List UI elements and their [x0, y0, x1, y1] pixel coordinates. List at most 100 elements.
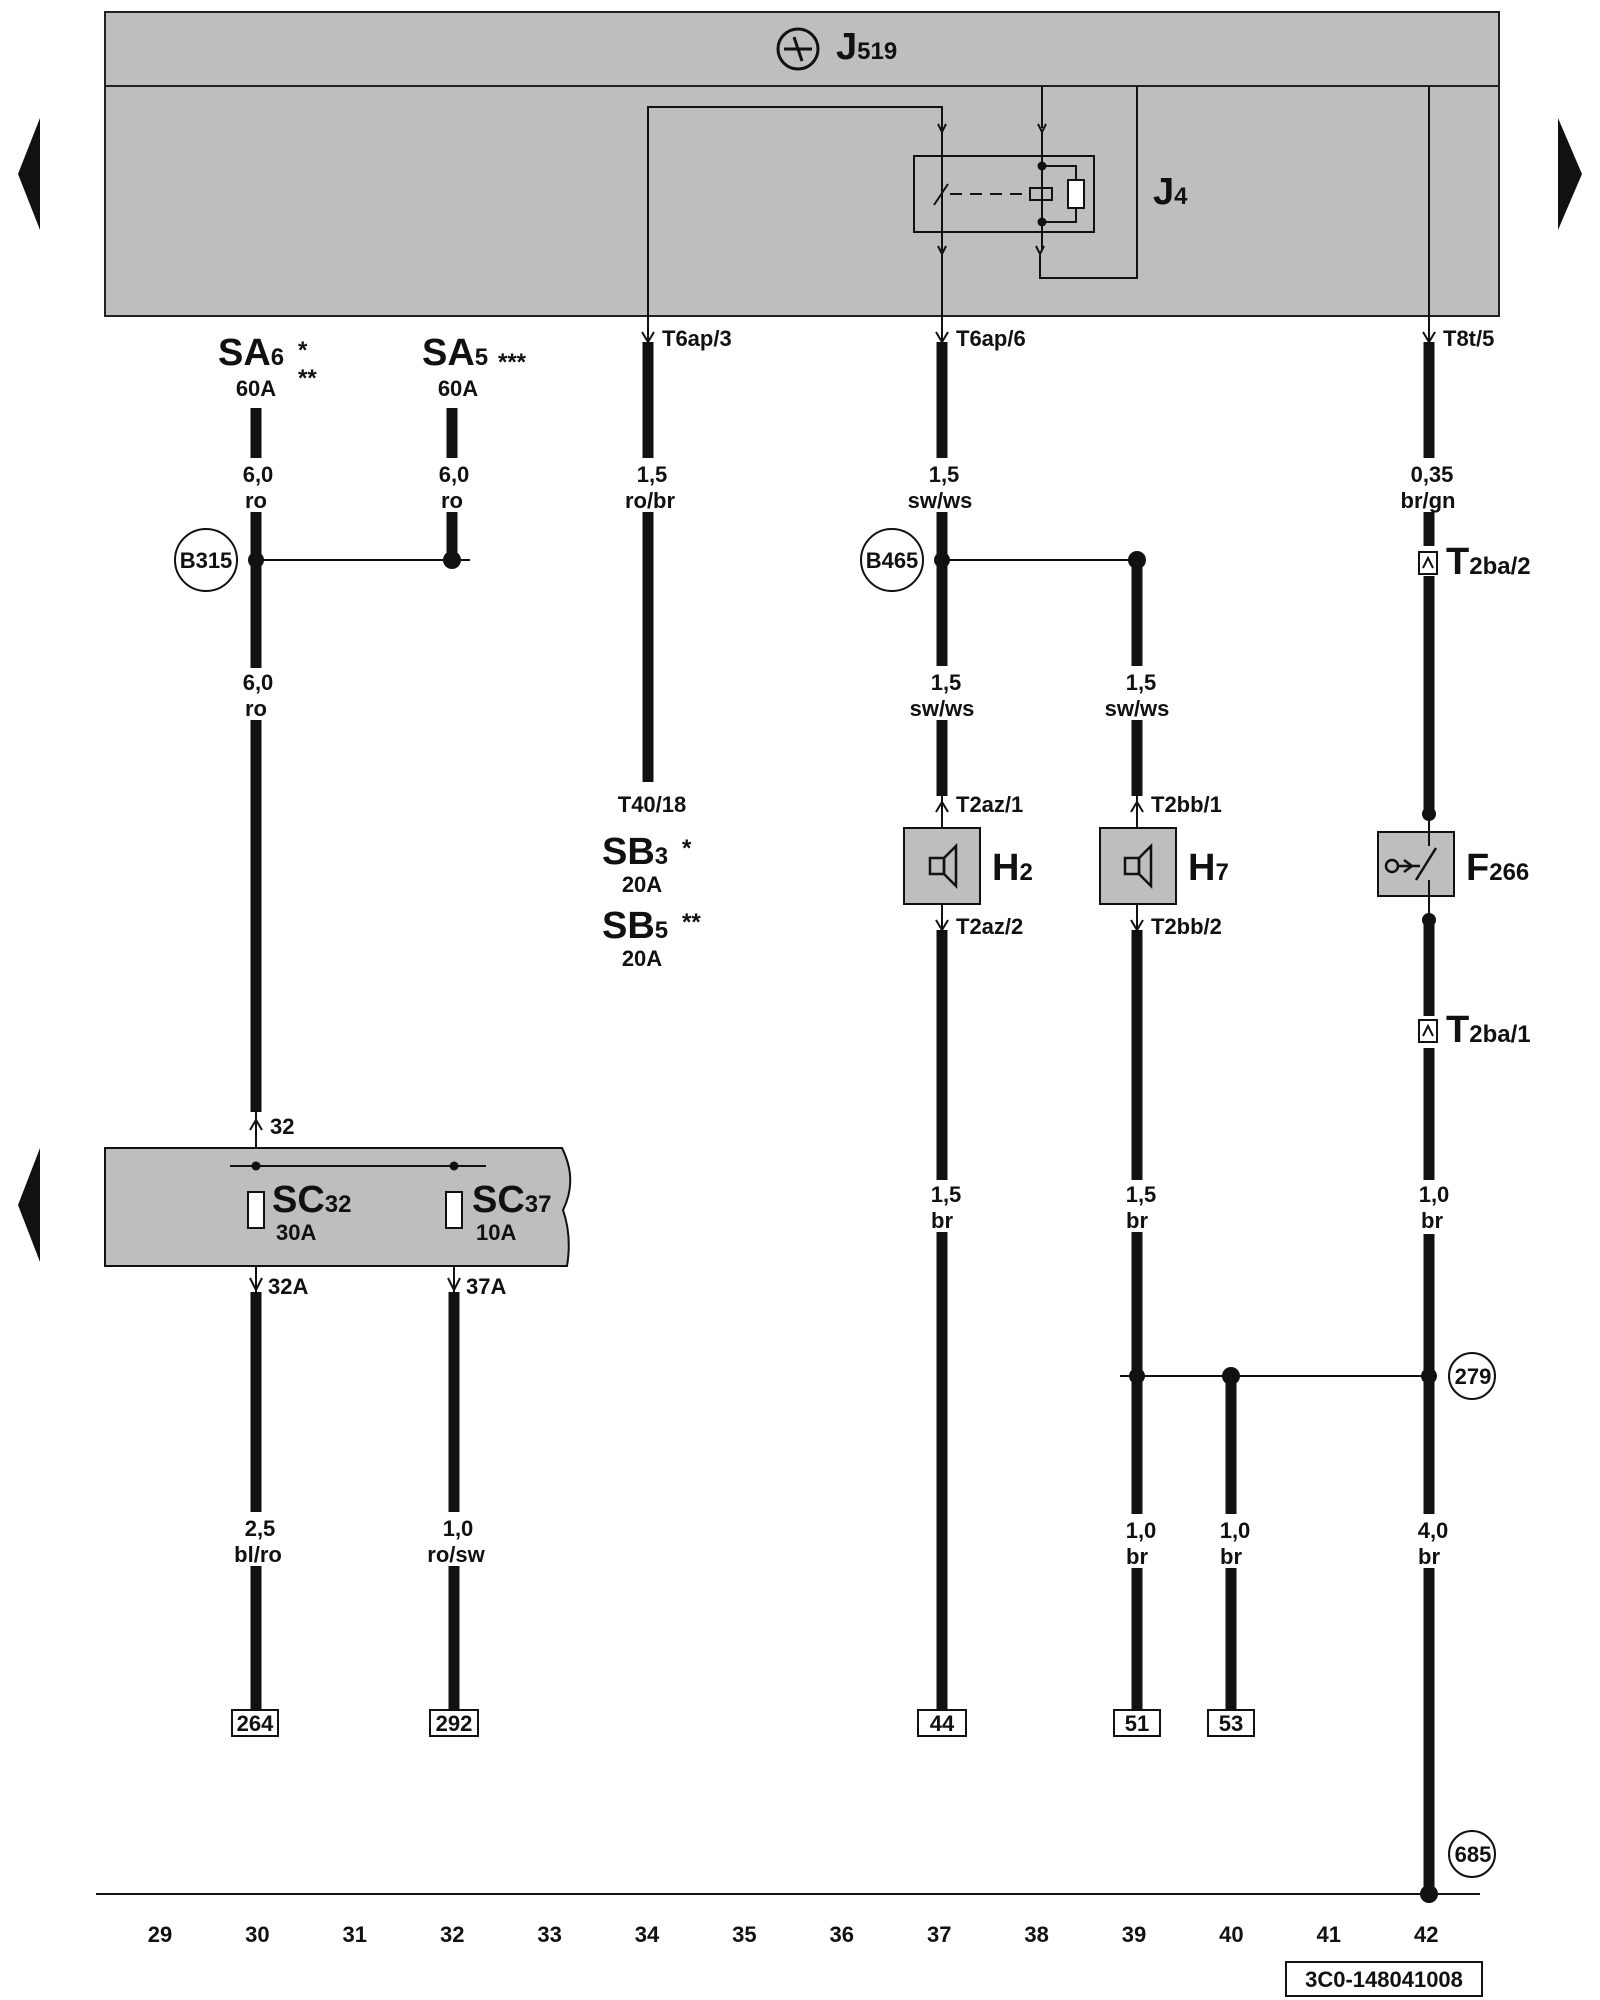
- j4-relay: [647, 86, 1138, 316]
- track-number: 29: [148, 1922, 172, 1947]
- svg-text:ro: ro: [245, 488, 267, 513]
- junction-b465-label: B465: [866, 548, 919, 573]
- t2az1-label: T2az/1: [956, 792, 1023, 817]
- svg-text:bl/ro: bl/ro: [234, 1542, 282, 1567]
- sc-box-input-pin: [249, 1112, 459, 1171]
- t2bb1-label: T2bb/1: [1151, 792, 1222, 817]
- horn-h7-icon: [1099, 796, 1177, 932]
- svg-text:1,0: 1,0: [1126, 1518, 1157, 1543]
- fuse-sc32-rating: 30A: [276, 1220, 316, 1245]
- j519-module-body: [104, 11, 1500, 317]
- svg-text:br: br: [1126, 1544, 1148, 1569]
- fuse-sb3-label: SB3: [602, 831, 668, 873]
- pin-32-label: 32: [270, 1114, 294, 1139]
- track-number: 30: [245, 1922, 269, 1947]
- reference-264[interactable]: 264: [231, 1709, 279, 1737]
- svg-text:6,0: 6,0: [439, 462, 470, 487]
- junction-b315-label: B315: [180, 548, 233, 573]
- reference-292[interactable]: 292: [429, 1709, 479, 1737]
- svg-text:53: 53: [1219, 1711, 1243, 1736]
- svg-text:6,0: 6,0: [243, 670, 274, 695]
- svg-text:ro/br: ro/br: [625, 488, 676, 513]
- t6ap3-label: T6ap/3: [662, 326, 732, 351]
- reference-44[interactable]: 44: [917, 1709, 967, 1737]
- sc-fuse-box-body: [104, 1147, 572, 1267]
- wire-column-32: [446, 408, 460, 1710]
- svg-text:2,5: 2,5: [245, 1516, 276, 1541]
- fuse-sa6-rating: 60A: [236, 376, 276, 401]
- svg-text:sw/ws: sw/ws: [908, 488, 973, 513]
- fuse-sc32-label: SC32: [272, 1179, 352, 1221]
- fuse-sb3-mark: *: [682, 835, 692, 862]
- fuse-sa6-mark2: **: [298, 365, 317, 392]
- svg-text:br: br: [1220, 1544, 1242, 1569]
- connector-t2ba1-icon: [1418, 1019, 1438, 1043]
- svg-text:6,0: 6,0: [243, 462, 274, 487]
- fuse-sc37-label: SC37: [472, 1179, 552, 1221]
- track-number: 35: [732, 1922, 756, 1947]
- fuse-sb5-label: SB5: [602, 905, 668, 947]
- ground-279-icon: [1448, 1352, 1496, 1400]
- document-id-box: [1285, 1961, 1483, 1997]
- fuse-sc37-rating: 10A: [476, 1220, 516, 1245]
- svg-text:1,5: 1,5: [1126, 670, 1157, 695]
- fuse-sa5-label: SA5: [422, 332, 488, 374]
- svg-text:1,5: 1,5: [929, 462, 960, 487]
- svg-text:292: 292: [436, 1711, 473, 1736]
- svg-text:1,5: 1,5: [1126, 1182, 1157, 1207]
- svg-text:1,0: 1,0: [1419, 1182, 1450, 1207]
- ground-279-label: 279: [1455, 1364, 1492, 1389]
- svg-text:0,35: 0,35: [1411, 462, 1454, 487]
- svg-text:br/gn: br/gn: [1401, 488, 1456, 513]
- fuse-sa5-mark: ***: [498, 349, 527, 376]
- svg-text:264: 264: [237, 1711, 274, 1736]
- reference-51[interactable]: 51: [1113, 1709, 1161, 1737]
- j4-label: J4: [1153, 171, 1188, 213]
- fuse-sb5-mark: **: [682, 909, 701, 936]
- fuse-sc37-icon: [445, 1191, 463, 1229]
- svg-text:44: 44: [930, 1711, 955, 1736]
- sc-box-output-pins: [249, 1266, 461, 1293]
- svg-text:1,5: 1,5: [931, 670, 962, 695]
- document-id: 3C0-148041008: [1305, 1967, 1463, 1992]
- fuse-sa5-rating: 60A: [438, 376, 478, 401]
- t8t5-label: T8t/5: [1443, 326, 1494, 351]
- junction-b315-icon: [174, 528, 238, 592]
- switch-f266-label: F266: [1466, 847, 1529, 889]
- svg-text:1,0: 1,0: [1220, 1518, 1251, 1543]
- fuse-sc32-icon: [247, 1191, 265, 1229]
- connector-pin-t6ap6: [935, 316, 949, 344]
- horn-h7-label: H7: [1188, 847, 1229, 889]
- svg-text:1,0: 1,0: [443, 1516, 474, 1541]
- connector-pin-t6ap3: [641, 316, 655, 344]
- track-number: 38: [1024, 1922, 1048, 1947]
- previous-page-arrow-icon[interactable]: [18, 118, 40, 230]
- track-number: 42: [1414, 1922, 1438, 1947]
- reference-53[interactable]: 53: [1207, 1709, 1255, 1737]
- svg-text:br: br: [931, 1208, 953, 1233]
- track-number: 37: [927, 1922, 951, 1947]
- fuse-sb3-rating: 20A: [622, 872, 662, 897]
- svg-text:ro: ro: [245, 696, 267, 721]
- fuse-sb5-rating: 20A: [622, 946, 662, 971]
- svg-text:br: br: [1418, 1544, 1440, 1569]
- svg-text:ro/sw: ro/sw: [427, 1542, 485, 1567]
- svg-text:1,5: 1,5: [637, 462, 668, 487]
- track-number: 31: [343, 1922, 367, 1947]
- svg-text:ro: ro: [441, 488, 463, 513]
- t2az2-label: T2az/2: [956, 914, 1023, 939]
- next-page-arrow-icon[interactable]: [1558, 118, 1582, 230]
- svg-text:sw/ws: sw/ws: [1105, 696, 1170, 721]
- svg-text:1,5: 1,5: [931, 1182, 962, 1207]
- j519-label: J519: [836, 26, 897, 68]
- track-number: 39: [1122, 1922, 1146, 1947]
- junction-b465-icon: [860, 528, 924, 592]
- horn-h2-icon: [903, 796, 981, 932]
- t2ba2-label: T2ba/2: [1446, 541, 1531, 583]
- horn-h2-label: H2: [992, 847, 1033, 889]
- t6ap6-label: T6ap/6: [956, 326, 1026, 351]
- track-number: 33: [537, 1922, 561, 1947]
- previous-section-arrow-icon[interactable]: [18, 1148, 40, 1262]
- ground-685-label: 685: [1455, 1842, 1492, 1867]
